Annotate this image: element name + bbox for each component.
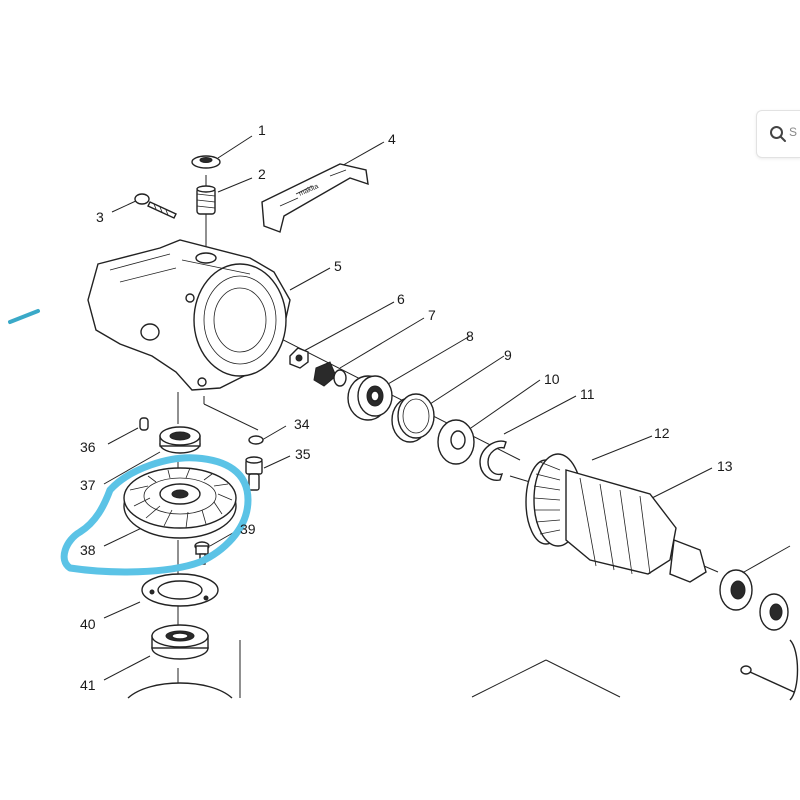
part-40-bearing-retainer (141, 573, 219, 607)
label-part-1: 1 (258, 122, 266, 138)
label-part-34: 34 (294, 416, 310, 432)
part-7-pinion-gear (313, 361, 347, 387)
part-8-ball-bearing (347, 375, 393, 421)
search-icon (770, 126, 786, 142)
label-part-2: 2 (258, 166, 266, 182)
label-part-9: 9 (504, 347, 512, 363)
highlight-loop (60, 454, 252, 576)
label-part-36: 36 (80, 439, 96, 455)
part-37-needle-bearing (159, 426, 201, 454)
part-35-pin (245, 456, 263, 491)
label-part-8: 8 (466, 328, 474, 344)
part-9-ring (391, 393, 435, 443)
part-5-gear-housing (87, 239, 291, 391)
label-part-12: 12 (654, 425, 670, 441)
label-part-41: 41 (80, 677, 96, 693)
part-38-spiral-bevel-gear (123, 467, 237, 539)
label-part-5: 5 (334, 258, 342, 274)
part-6-nut (289, 347, 309, 369)
label-part-11: 11 (580, 386, 595, 402)
label-part-37: 37 (80, 477, 96, 493)
label-part-3: 3 (96, 209, 104, 225)
leader-lines (103, 135, 791, 698)
label-part-7: 7 (428, 307, 436, 323)
label-part-4: 4 (388, 131, 396, 147)
label-part-13: 13 (717, 458, 733, 474)
flange-arc (127, 682, 233, 699)
label-part-6: 6 (397, 291, 405, 307)
label-part-39: 39 (240, 521, 256, 537)
part-13-armature-core (565, 469, 799, 701)
part-1-lock-nut (191, 155, 221, 169)
label-part-40: 40 (80, 616, 96, 632)
part-36-pin (139, 417, 149, 431)
part-34-o-ring (248, 435, 264, 445)
part-2-spring (196, 185, 216, 215)
label-part-10: 10 (544, 371, 560, 387)
part-41-ball-bearing (151, 624, 209, 660)
label-part-38: 38 (80, 542, 96, 558)
part-labels: 1 2 3 4 5 6 7 8 9 10 11 12 13 34 35 36 3… (80, 122, 733, 693)
part-4-cover: makita (261, 163, 369, 233)
part-10-flat-washer (437, 419, 475, 465)
label-part-35: 35 (295, 446, 311, 462)
part-3-screw (134, 193, 177, 219)
part-11-retaining-ring (479, 440, 507, 481)
stray-blue-mark (8, 309, 40, 324)
search-text-stub: S (789, 125, 798, 139)
search-button[interactable]: S (756, 110, 800, 158)
